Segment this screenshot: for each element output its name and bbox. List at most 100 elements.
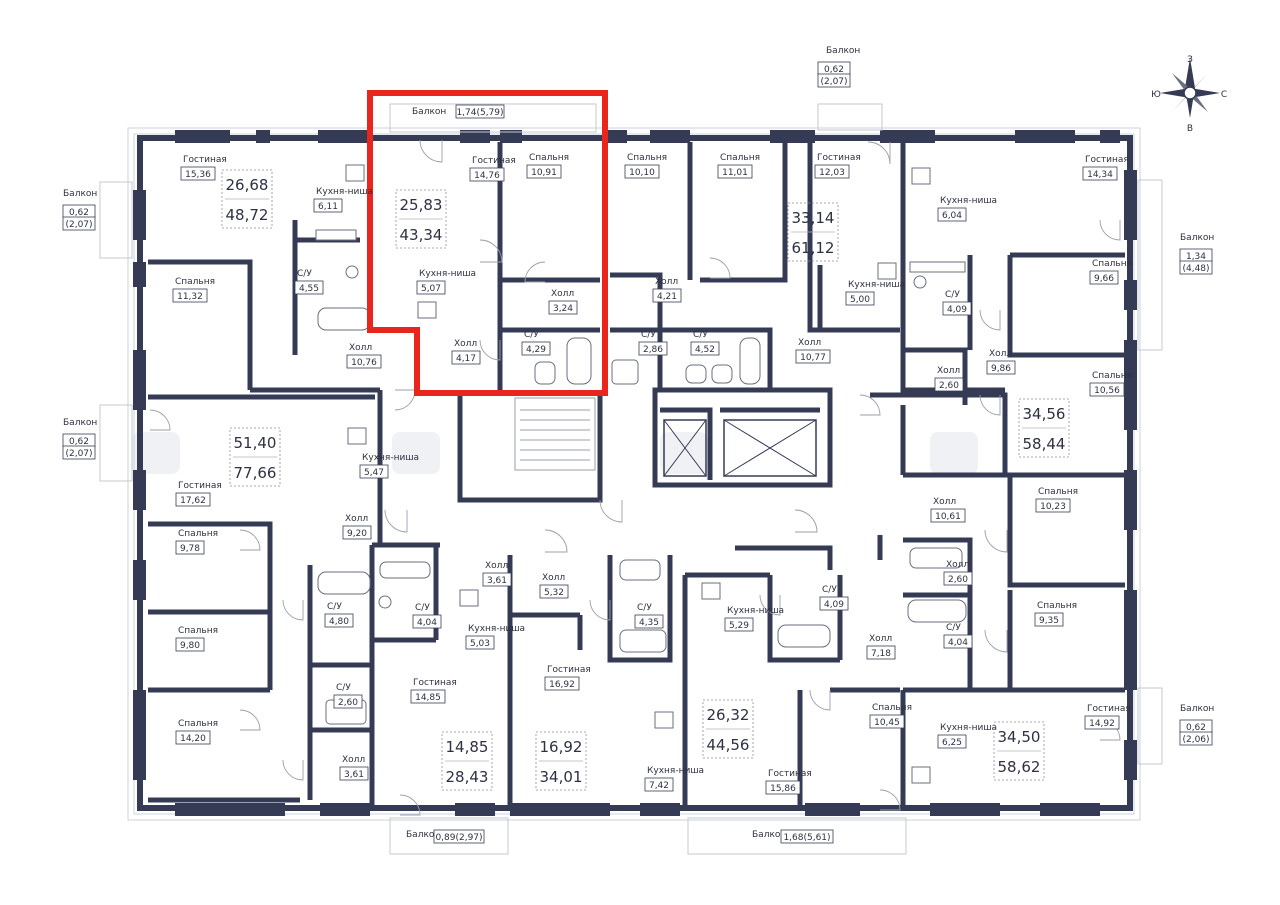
room-area-box bbox=[845, 291, 875, 306]
room-name: Спальня bbox=[720, 153, 760, 163]
room-name: С/У bbox=[327, 602, 342, 612]
total-area: 61,12 bbox=[792, 239, 835, 257]
room-name: С/У bbox=[641, 330, 656, 340]
room-area: 15,86 bbox=[770, 784, 796, 794]
room-area-box bbox=[539, 584, 569, 599]
total-area: 34,01 bbox=[540, 768, 583, 786]
room: Спальня 9,35 bbox=[1034, 601, 1077, 627]
watermark bbox=[132, 432, 978, 474]
room-name: Кухня-ниша bbox=[940, 196, 997, 206]
room-name: Холл bbox=[551, 289, 574, 299]
room-area: 4,35 bbox=[639, 618, 659, 628]
room-name: Холл bbox=[933, 497, 956, 507]
balcony-area: (4,48) bbox=[1182, 264, 1209, 274]
room-area: 6,25 bbox=[942, 738, 962, 748]
balcony-label: Балкон bbox=[1180, 704, 1214, 714]
room-area: 2,60 bbox=[948, 575, 968, 585]
total-area: 58,62 bbox=[998, 758, 1041, 776]
room-name: Гостиная bbox=[183, 155, 227, 165]
room-name: Гостиная bbox=[413, 678, 457, 688]
room-area-box bbox=[795, 349, 831, 364]
living-area: 14,85 bbox=[446, 738, 489, 756]
room-area: 10,77 bbox=[800, 353, 826, 363]
room: С/У4,55 bbox=[294, 269, 324, 295]
room-area: 14,20 bbox=[180, 734, 206, 744]
room-area-box bbox=[342, 525, 372, 540]
room: С/У4,04 bbox=[412, 603, 442, 629]
room-area-box bbox=[359, 464, 389, 479]
room-area-box bbox=[1034, 612, 1064, 627]
room-name: Кухня-ниша bbox=[727, 606, 784, 616]
room-area: 16,92 bbox=[549, 680, 575, 690]
room-area-box bbox=[451, 350, 481, 365]
living-area: 34,56 bbox=[1023, 405, 1066, 423]
balcony-area: 0,89(2,97) bbox=[435, 833, 482, 843]
room-name: Гостиная bbox=[547, 665, 591, 675]
room-name: Кухня-ниша bbox=[647, 766, 704, 776]
balcony-area-box bbox=[455, 104, 505, 119]
balcony-area-box bbox=[780, 829, 834, 844]
room-area-box bbox=[465, 635, 495, 650]
room-area: 11,01 bbox=[722, 168, 748, 178]
room-area: 4,80 bbox=[329, 617, 349, 627]
room-area-box bbox=[624, 164, 660, 179]
total-area: 44,56 bbox=[707, 736, 750, 754]
room-name: Холл bbox=[342, 755, 365, 765]
compass-south: В bbox=[1187, 124, 1193, 134]
balcony-area: 0,62 bbox=[824, 65, 844, 75]
room-area: 12,03 bbox=[819, 168, 845, 178]
room-name: С/У bbox=[297, 269, 312, 279]
room-area-box bbox=[175, 637, 205, 652]
room-name: Холл bbox=[937, 366, 960, 376]
room-name: Кухня-ниша bbox=[316, 187, 373, 197]
room-name: Холл bbox=[869, 634, 892, 644]
room-area-box bbox=[313, 198, 343, 213]
room-area: 11,32 bbox=[177, 292, 203, 302]
room-area: 9,78 bbox=[180, 544, 200, 554]
room-area-box bbox=[180, 166, 216, 181]
room-area: 9,35 bbox=[1039, 616, 1059, 626]
balcony-area-box bbox=[62, 216, 96, 231]
selected-apartment-outline[interactable] bbox=[367, 90, 608, 396]
room-area-box bbox=[690, 341, 720, 356]
balcony-area: 1,68(5,61) bbox=[783, 833, 830, 843]
room-area-box bbox=[410, 689, 446, 704]
room: С/У4,35 bbox=[634, 603, 664, 629]
living-area: 25,83 bbox=[400, 196, 443, 214]
room-area: 2,86 bbox=[643, 345, 663, 355]
room-area-box bbox=[814, 164, 850, 179]
room-area-box bbox=[986, 360, 1016, 375]
balcony-label: Балкон bbox=[1180, 233, 1214, 243]
room-area: 17,62 bbox=[180, 496, 206, 506]
balcony-label: Балкон bbox=[826, 46, 860, 56]
room-name: Спальня bbox=[529, 153, 569, 163]
room-area: 4,09 bbox=[947, 305, 967, 315]
apartment-area-frame bbox=[702, 699, 754, 759]
room-name: Гостиная bbox=[1087, 704, 1131, 714]
room: Спальня 11,01 bbox=[717, 153, 760, 179]
room-area-box bbox=[412, 614, 442, 629]
room-name: Холл bbox=[798, 338, 821, 348]
room-name: Спальня bbox=[1037, 601, 1077, 611]
room: С/У4,29 bbox=[521, 330, 551, 356]
